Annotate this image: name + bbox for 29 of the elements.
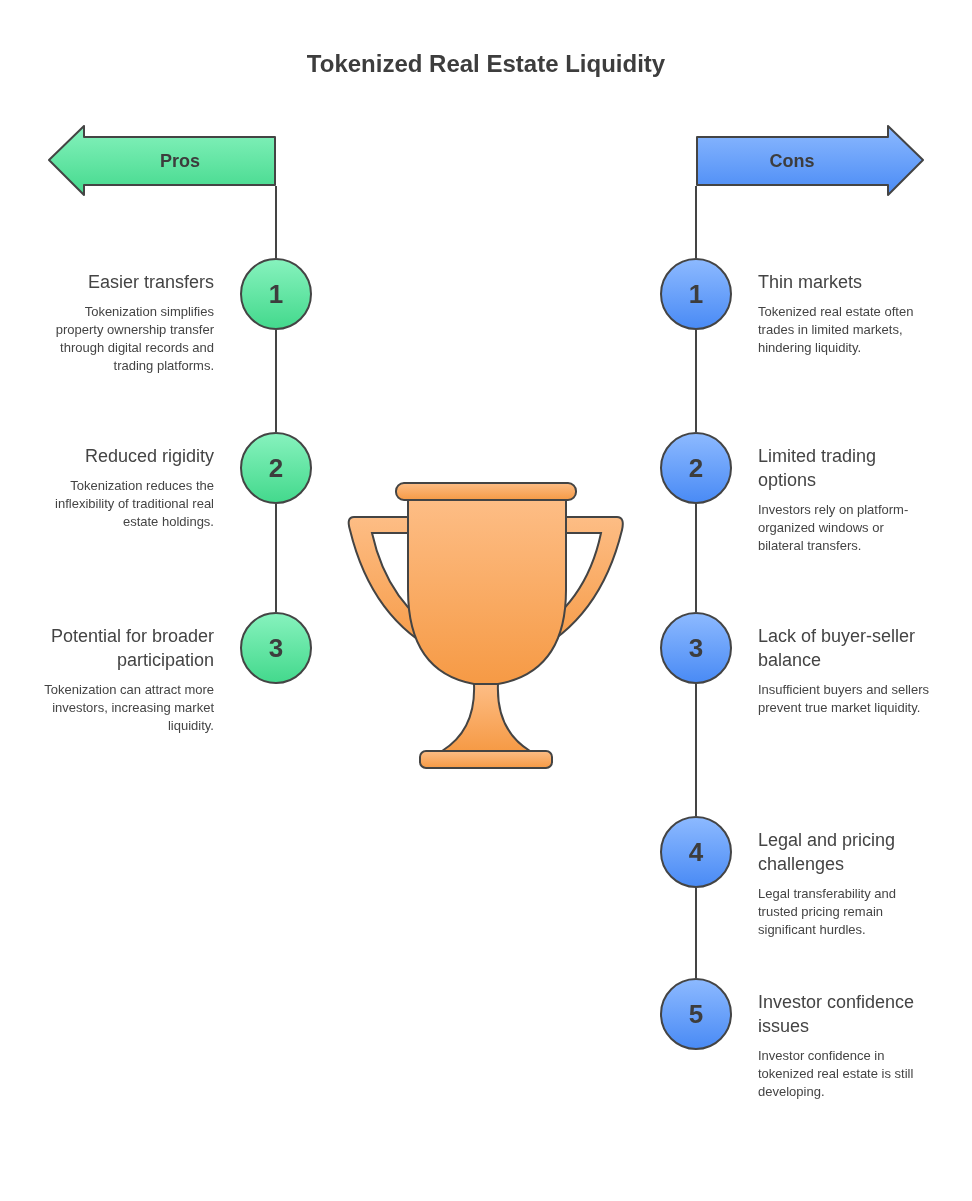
item-heading: Lack of buyer-seller balance [758, 625, 917, 672]
item-description: Legal transferability and trusted pricing remain significant hurdles. [758, 885, 898, 939]
item-description: Insufficient buyers and sellers prevent true market liquidity. [758, 681, 930, 717]
item-description: Tokenization can attract more investors, increasing market liquidity. [43, 681, 214, 735]
item-description: Tokenization simplifies property ownership transfer through digital records and trading platforms. [54, 303, 214, 375]
item-description: Tokenization reduces the inflexibility of traditional real estate holdings. [54, 477, 214, 531]
item-heading: Potential for broader participation [49, 625, 214, 672]
item-heading: Easier transfers [87, 271, 214, 294]
diagram-title: Tokenized Real Estate Liquidity [306, 49, 666, 79]
banner-arrow [48, 125, 276, 197]
item-heading: Thin markets [758, 271, 863, 294]
item-description: Investors rely on platform-organized windows or bilateral transfers. [758, 501, 910, 555]
item-heading: Investor confidence issues [758, 991, 916, 1038]
banner-label: Pros [160, 149, 200, 173]
connector-line [275, 329, 277, 433]
item-description: Tokenized real estate often trades in limited markets, hindering liquidity. [758, 303, 915, 357]
connector-line [695, 329, 697, 433]
banner-arrow [696, 125, 924, 197]
item-heading: Reduced rigidity [84, 445, 214, 468]
connector-line [695, 683, 697, 817]
connector-line [695, 887, 697, 979]
item-heading: Legal and pricing challenges [758, 829, 897, 876]
connector-line [275, 503, 277, 613]
item-description: Investor confidence in tokenized real estate is still developing. [758, 1047, 915, 1101]
banner-label: Cons [769, 149, 815, 173]
connector-line [695, 503, 697, 613]
connector-line [275, 185, 277, 259]
item-heading: Limited trading options [758, 445, 878, 492]
connector-line [695, 185, 697, 259]
